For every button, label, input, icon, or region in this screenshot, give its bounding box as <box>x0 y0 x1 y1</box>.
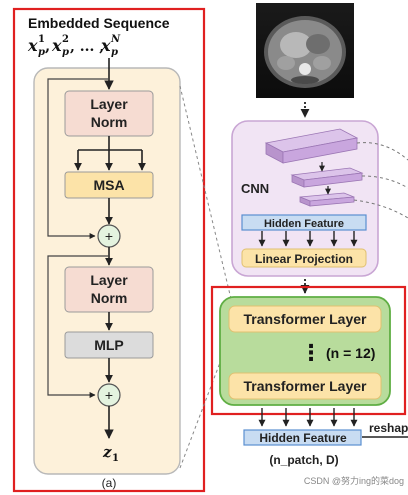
x1-subscript: p <box>38 47 45 58</box>
cnn-feature-map-small <box>299 192 355 207</box>
transformer-layer-top-label: Transformer Layer <box>244 311 367 327</box>
x2-superscript: 2 <box>62 34 69 45</box>
svg-text:x: x <box>27 36 38 55</box>
repeat-dots: ⋮ <box>300 340 322 365</box>
msa-label: MSA <box>93 177 124 193</box>
embedded-sequence-title: Embedded Sequence <box>28 15 170 31</box>
xN-subscript: p <box>111 47 118 58</box>
hidden-feature-bottom-box <box>243 429 362 446</box>
transformer-layer-top-box <box>228 305 382 333</box>
reshape-label: reshap <box>369 421 408 435</box>
layer-norm-bottom-line2: Norm <box>91 290 128 306</box>
msa-split-arrows <box>74 136 146 171</box>
ellipsis: , ... , <box>70 39 104 55</box>
residual-connection-top <box>47 78 109 239</box>
transformer-layer-bottom-label: Transformer Layer <box>244 378 367 394</box>
transformer-highlight-frame <box>210 285 407 416</box>
linear-projection-box <box>241 248 367 268</box>
hidden-feature-bottom-label: Hidden Feature <box>259 431 347 445</box>
transformer-layer-bottom-box <box>228 372 382 400</box>
ct-scan-image <box>256 3 354 98</box>
hidden-feature-top-box <box>241 214 367 231</box>
output-z: z <box>102 443 112 461</box>
layer-norm-top-line1: Layer <box>90 96 128 112</box>
x-symbol: x <box>27 36 38 55</box>
x2-symbol: x <box>51 36 62 55</box>
sep-1: , <box>45 37 50 55</box>
output-shape-label: (n_patch, D) <box>269 453 338 467</box>
panel-a-highlight-frame <box>12 7 206 493</box>
zoom-guide-lines <box>179 85 233 469</box>
output-z-subscript: 1 <box>112 453 119 464</box>
watermark: CSDN @努力ing的菜dog <box>304 475 404 486</box>
transformer-to-hidden-arrows <box>258 408 358 427</box>
repeat-count: (n = 12) <box>326 345 375 361</box>
x2-subscript: p <box>62 47 69 58</box>
xN-superscript: N <box>110 34 121 45</box>
residual-connection-bottom <box>47 255 109 398</box>
skip-connection-lines <box>353 142 408 219</box>
layer-norm-bottom-line1: Layer <box>90 272 128 288</box>
cnn-label: CNN <box>241 181 269 196</box>
plus-top-label: + <box>105 228 113 244</box>
cnn-feature-map-large <box>264 128 359 164</box>
layer-norm-top-line2: Norm <box>91 114 128 130</box>
linear-projection-label: Linear Projection <box>255 252 353 266</box>
input-sequence: x 1 p , x 2 p , ... , x N p <box>27 34 121 58</box>
cnn-feature-map-medium <box>290 167 364 188</box>
panel-b: CNN Hidden Feature <box>210 3 408 486</box>
xN-symbol: x <box>100 36 111 55</box>
x1-superscript: 1 <box>38 34 45 45</box>
hidden-feature-top-label: Hidden Feature <box>264 218 344 230</box>
panel-a-caption: (a) <box>102 476 117 490</box>
hidden-to-linear-arrows <box>258 231 358 247</box>
mlp-label: MLP <box>94 337 124 353</box>
panel-a: Embedded Sequence x 1 p , x 2 p , ... , … <box>12 7 206 493</box>
plus-bottom-label: + <box>105 387 113 403</box>
